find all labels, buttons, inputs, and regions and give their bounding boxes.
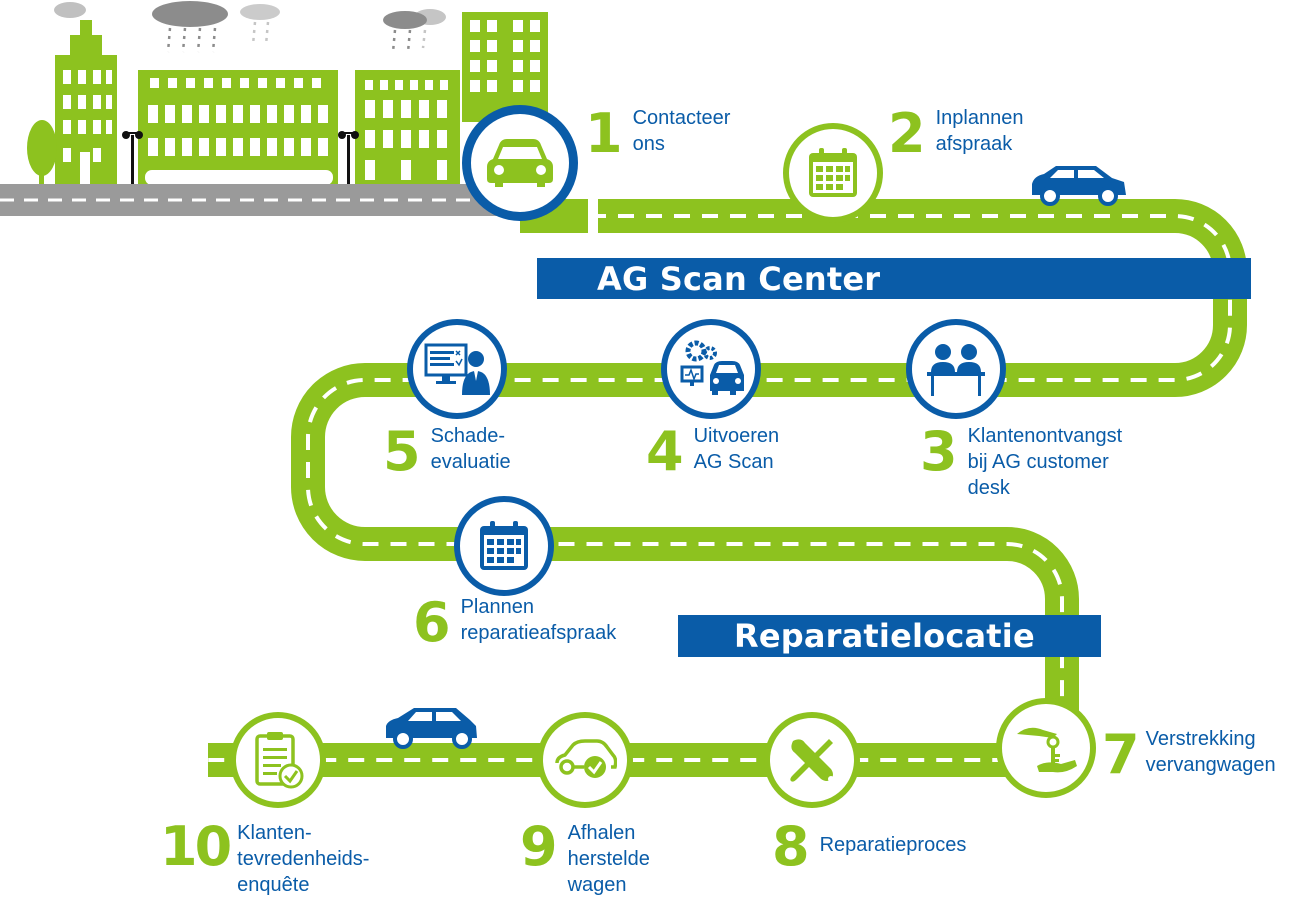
step-2-circle xyxy=(783,123,883,223)
step-7: 7 Verstrekking vervangwagen xyxy=(1102,728,1276,782)
section-title: AG Scan Center xyxy=(597,259,881,298)
step-10: 10 Klanten- tevredenheids- enquête xyxy=(160,820,369,898)
step-label: Contacteer ons xyxy=(632,107,731,155)
key-handover-icon xyxy=(1013,720,1079,776)
step-number: 3 xyxy=(920,420,958,483)
calendar-icon xyxy=(806,146,860,200)
step-label: Uitvoeren AG Scan xyxy=(693,425,780,473)
step-number: 5 xyxy=(383,420,421,483)
step-4: 4 Uitvoeren AG Scan xyxy=(646,425,779,479)
step-number: 6 xyxy=(413,591,451,654)
step-label: Reparatieproces xyxy=(819,834,967,856)
step-5: 5 Schade- evaluatie xyxy=(383,425,511,479)
step-3-circle xyxy=(906,319,1006,419)
step-1-circle xyxy=(462,105,578,221)
step-number: 1 xyxy=(585,102,623,165)
car-illustration-bottom xyxy=(386,708,477,749)
damage-evaluation-icon xyxy=(424,341,490,397)
step-7-circle xyxy=(996,698,1096,798)
step-number: 10 xyxy=(160,815,232,878)
section-banner-repair-location: Reparatielocatie xyxy=(678,615,1101,657)
step-number: 2 xyxy=(888,102,926,165)
step-3: 3 Klantenontvangst bij AG customer desk xyxy=(920,425,1122,501)
step-2: 2 Inplannen afspraak xyxy=(888,107,1023,161)
car-illustration-top xyxy=(1032,166,1126,206)
city-skyline-illustration xyxy=(0,1,548,216)
step-label: Klantenontvangst bij AG customer desk xyxy=(967,425,1123,499)
step-number: 4 xyxy=(646,420,684,483)
calendar-icon xyxy=(477,519,531,573)
step-label: Klanten- tevredenheids- enquête xyxy=(237,822,370,896)
step-number: 7 xyxy=(1102,723,1140,786)
step-number: 8 xyxy=(772,815,810,878)
step-number: 9 xyxy=(520,815,558,878)
step-label: Inplannen afspraak xyxy=(935,107,1024,155)
step-label: Plannen reparatieafspraak xyxy=(460,596,617,644)
step-label: Afhalen herstelde wagen xyxy=(567,822,650,896)
section-title: Reparatielocatie xyxy=(734,617,1035,655)
car-icon xyxy=(485,137,555,189)
step-5-circle xyxy=(407,319,507,419)
scan-car-icon xyxy=(678,339,744,399)
step-9: 9 Afhalen herstelde wagen xyxy=(520,820,650,898)
step-6: 6 Plannen reparatieafspraak xyxy=(413,596,616,650)
step-6-circle xyxy=(454,496,554,596)
step-9-circle xyxy=(537,712,633,808)
step-label: Schade- evaluatie xyxy=(430,425,511,473)
customer-desk-icon xyxy=(925,342,987,396)
step-8-circle xyxy=(764,712,860,808)
section-banner-scan-center: AG Scan Center xyxy=(537,258,1251,299)
tools-icon xyxy=(785,733,839,787)
survey-clipboard-icon xyxy=(251,730,305,790)
step-4-circle xyxy=(661,319,761,419)
step-1: 1 Contacteer ons xyxy=(585,107,730,161)
step-8: 8 Reparatieproces xyxy=(772,820,966,874)
step-label: Verstrekking vervangwagen xyxy=(1145,728,1276,776)
car-check-icon xyxy=(553,737,617,783)
step-10-circle xyxy=(230,712,326,808)
